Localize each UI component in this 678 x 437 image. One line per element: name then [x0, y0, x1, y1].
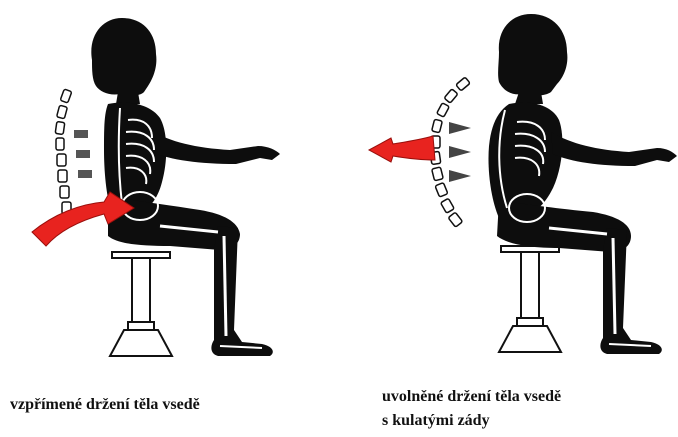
caption-relaxed-posture-line-1: uvolněné držení těla vsedě: [382, 385, 561, 409]
relaxed-posture-figure: [339, 0, 678, 370]
figure-silhouette: [488, 14, 677, 354]
disc-markers: [74, 130, 92, 178]
caption-relaxed-posture-line-2: s kulatými zády: [382, 409, 490, 433]
caption-upright-posture: vzpřímené držení těla vsedě: [10, 393, 200, 417]
relaxed-posture-illustration: [339, 0, 678, 370]
red-arrow: [369, 136, 435, 162]
wedge-disc-markers: [449, 122, 471, 182]
upright-posture-illustration: [0, 0, 339, 370]
upright-posture-figure: [0, 0, 339, 370]
stool: [499, 246, 561, 352]
spine-diagram: [55, 89, 72, 214]
stool: [110, 252, 172, 356]
